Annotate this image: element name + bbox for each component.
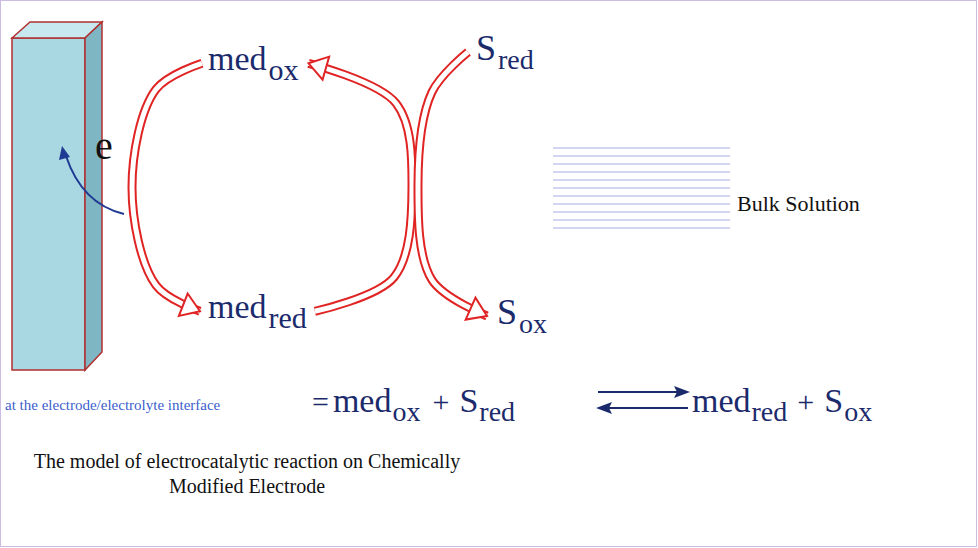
arrow-hollow xyxy=(309,63,412,311)
arrow-hollow xyxy=(418,52,487,316)
annotation-label: e xyxy=(95,126,113,166)
equation-term: + xyxy=(432,387,449,417)
arrow-head xyxy=(179,294,200,316)
equation-term: red xyxy=(479,398,515,426)
equation-row: =medox + Sred xyxy=(312,384,515,426)
equation-term: = xyxy=(312,387,329,417)
equation-term: med xyxy=(333,384,392,418)
arrow-outline xyxy=(309,63,412,311)
species-node: Sred xyxy=(474,28,536,76)
electron-transfer-arrow xyxy=(59,146,124,214)
caption: The model of electrocatalytic reaction o… xyxy=(28,449,466,499)
subscript-text: red xyxy=(498,44,534,75)
subscript-text: red xyxy=(269,301,307,334)
electrode xyxy=(12,22,102,370)
bulk-solution-lines xyxy=(553,148,730,228)
equation-term: ox xyxy=(392,398,420,426)
reaction-arrow xyxy=(309,57,412,312)
equation-term: + xyxy=(797,387,814,417)
reaction-arrow xyxy=(418,52,487,320)
subscript-text: ox xyxy=(519,308,547,339)
species-text: med xyxy=(208,40,267,77)
annotation-label: Bulk Solution xyxy=(737,193,860,215)
species-node: medox xyxy=(206,40,301,87)
equation-term: red xyxy=(752,398,788,426)
electrode-side xyxy=(85,22,102,370)
equation-term: S xyxy=(824,384,843,418)
species-text: S xyxy=(497,292,517,332)
species-node: Sox xyxy=(495,292,549,340)
electrode-front xyxy=(12,38,85,370)
species-node: medred xyxy=(206,288,309,335)
arrow-head xyxy=(466,298,487,320)
equation-term: S xyxy=(459,384,478,418)
equation-term: med xyxy=(692,384,751,418)
equation-term: ox xyxy=(844,398,872,426)
equation-row: medred + Sox xyxy=(692,384,872,426)
annotation-label: at the electrode/electrolyte interface xyxy=(5,398,220,413)
arrow-outline xyxy=(418,52,487,316)
arrow-outline xyxy=(132,63,202,311)
reaction-arrow xyxy=(132,63,202,316)
equilibrium-arrows xyxy=(596,386,690,414)
species-text: med xyxy=(208,288,267,325)
subscript-text: ox xyxy=(269,53,299,86)
arrow-hollow xyxy=(132,63,202,311)
arrow-head xyxy=(309,57,330,80)
species-text: S xyxy=(476,28,496,68)
